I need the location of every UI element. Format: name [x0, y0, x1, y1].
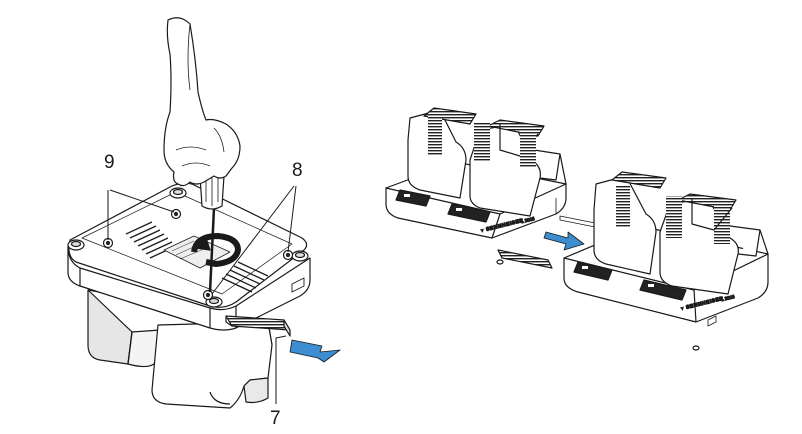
rotation-arrow: [191, 233, 241, 267]
charger-unit-right: SENNHEISER L 2015: [563, 171, 769, 351]
callout-lines: [107, 185, 297, 404]
model-name: L 2015: [521, 216, 536, 224]
callout-latch-label: 7: [270, 408, 281, 429]
right-illustration: SENNHEISER L 2015: [385, 107, 769, 351]
charger-unit-left: SENNHEISER L 2015: [385, 107, 567, 265]
callout-foot-label: 9: [104, 152, 115, 173]
hand: [163, 17, 241, 187]
model-name: L 2015: [721, 294, 736, 302]
foot: [496, 259, 504, 265]
base-body: [67, 182, 311, 331]
callout-screw-label: 8: [292, 160, 303, 181]
release-latch: [225, 315, 291, 337]
pull-out-arrow: [289, 339, 341, 363]
slide-arrow: [543, 231, 585, 251]
left-illustration: [67, 17, 341, 409]
foot: [692, 345, 700, 351]
